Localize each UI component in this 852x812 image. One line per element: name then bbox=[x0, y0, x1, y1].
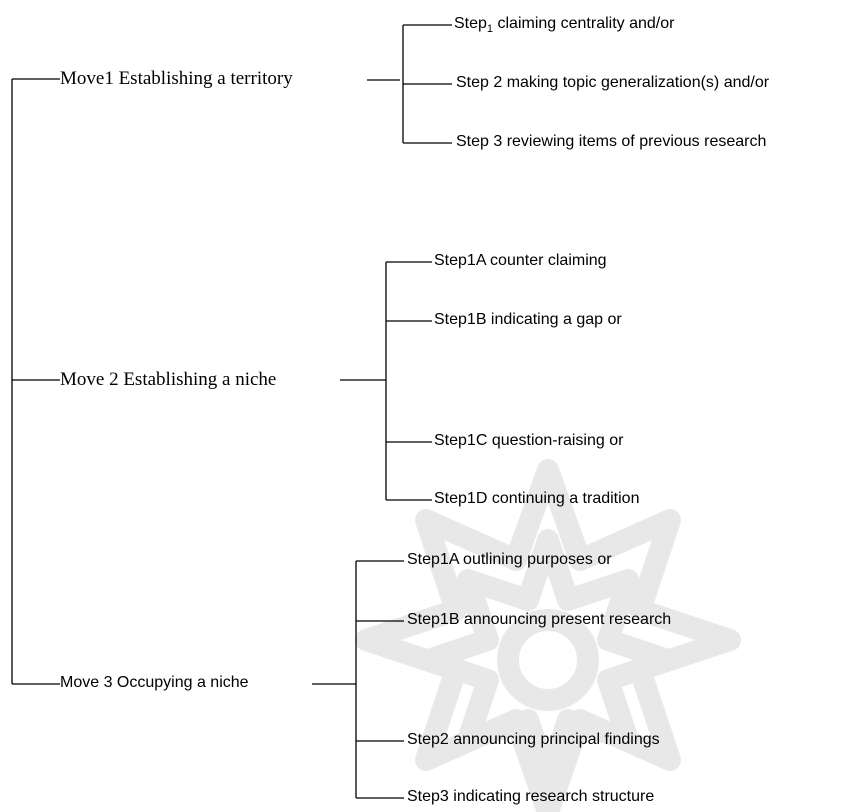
move3-step3-label: Step3 indicating research structure bbox=[407, 788, 655, 805]
move3-step1a-label: Step1A outlining purposes or bbox=[407, 551, 612, 568]
move1-step3-label: Step 3 reviewing items of previous resea… bbox=[456, 133, 767, 150]
move2-step1a-label: Step1A counter claiming bbox=[434, 252, 607, 269]
move2-step1d-label: Step1D continuing a tradition bbox=[434, 490, 640, 507]
move3-step2-label: Step2 announcing principal findings bbox=[407, 731, 660, 748]
move1-step1-prefix: Step bbox=[454, 15, 487, 32]
move3-label: Move 3 Occupying a niche bbox=[60, 674, 249, 691]
move1-step2-label: Step 2 making topic generalization(s) an… bbox=[456, 74, 770, 91]
move1-step1-label: Step1 claiming centrality and/or bbox=[454, 15, 674, 35]
move2-step1c-label: Step1C question-raising or bbox=[434, 432, 624, 449]
move1-label: Move1 Establishing a territory bbox=[60, 68, 293, 89]
move3-step1b-label: Step1B announcing present research bbox=[407, 611, 672, 628]
move1-step1-subscript: 1 bbox=[486, 23, 494, 36]
move2-label: Move 2 Establishing a niche bbox=[60, 369, 277, 390]
move1-step1-text: claiming centrality and/or bbox=[493, 15, 675, 32]
move2-step1b-label: Step1B indicating a gap or bbox=[434, 311, 622, 328]
